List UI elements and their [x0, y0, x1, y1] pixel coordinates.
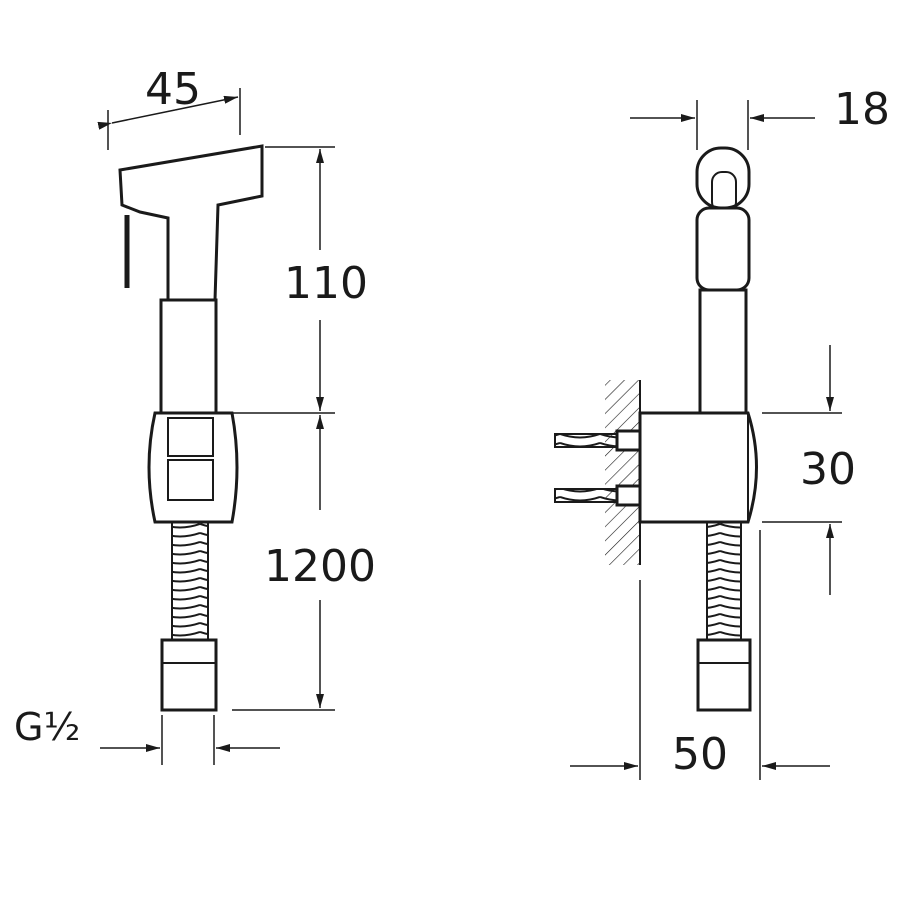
dim-label-45: 45 — [145, 64, 201, 115]
dim-label-110: 110 — [284, 258, 368, 309]
front-view — [97, 88, 335, 765]
dim-label-thread: G½ — [14, 705, 81, 749]
mounting-bolts — [554, 429, 642, 507]
dim-label-50: 50 — [672, 729, 728, 780]
dim-label-1200: 1200 — [264, 541, 376, 592]
dim-label-18: 18 — [834, 84, 890, 135]
side-view — [554, 100, 842, 780]
dim-label-30: 30 — [800, 444, 856, 495]
